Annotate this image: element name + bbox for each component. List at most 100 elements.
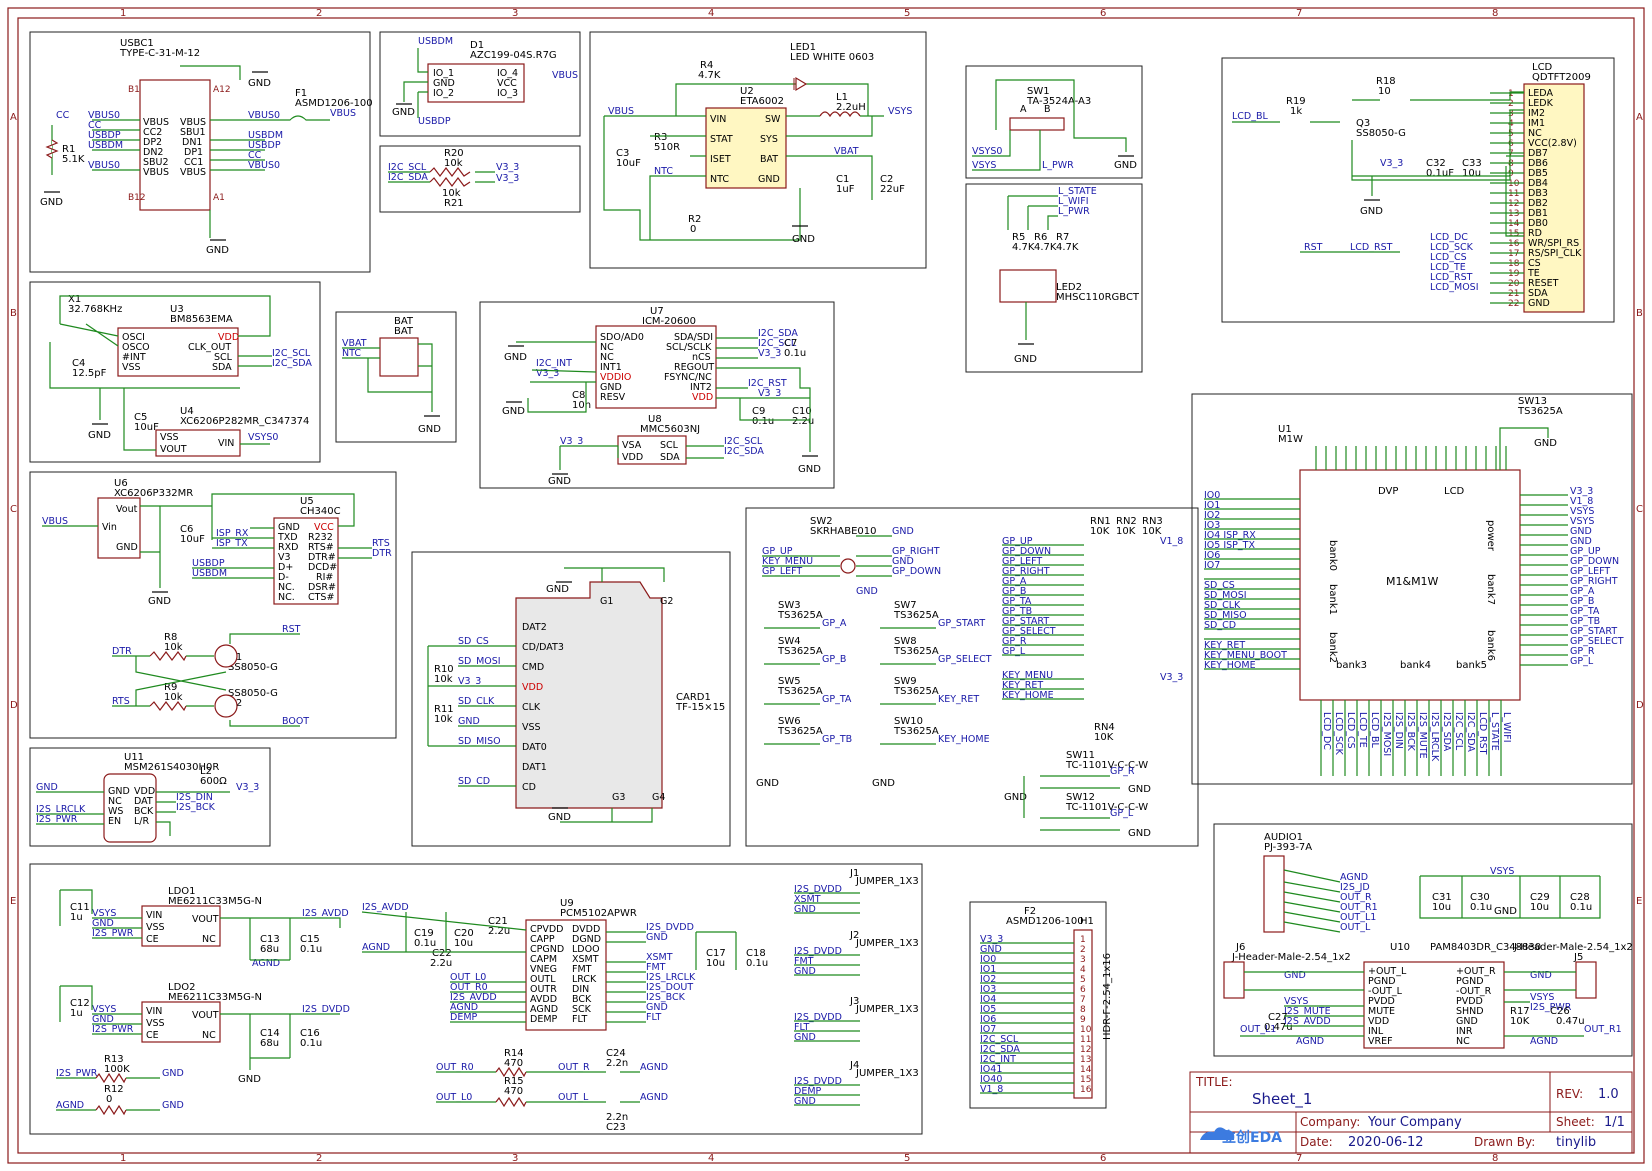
svg-text:I2S_AVDD: I2S_AVDD [362,902,409,913]
outer-frame [7,7,1645,1164]
header-net-label: IO40 [980,1074,1002,1085]
svg-text:10k: 10k [164,642,183,653]
svg-text:Company:: Company: [1300,1115,1360,1129]
svg-text:LDO1: LDO1 [168,886,196,897]
header-net-label: IO6 [980,1014,996,1025]
svg-text:VIN: VIN [146,1006,162,1017]
svg-text:VIN: VIN [218,438,234,449]
svg-text:J2: J2 [849,930,859,941]
svg-text:MMC5603NJ: MMC5603NJ [640,424,700,435]
svg-text:OUT_R: OUT_R [558,1062,590,1073]
svg-text:C24: C24 [606,1048,626,1059]
dac-right-pin: DVDD [572,924,600,935]
svg-text:C5: C5 [134,412,147,423]
dac-left-pin: AVDD [530,994,557,1005]
dac-right-pin: LRCK [572,974,597,985]
svg-text:0.1u: 0.1u [414,938,436,949]
svg-text:C28: C28 [1570,892,1590,903]
svg-text:R9: R9 [164,682,177,693]
svg-text:VOUT: VOUT [160,444,187,455]
svg-text:C9: C9 [752,406,765,417]
dac-right-pin: SCK [572,1004,592,1015]
svg-text:R21: R21 [444,198,464,209]
svg-text:VSYS0: VSYS0 [248,432,278,443]
svg-text:R18: R18 [1376,76,1396,87]
zone-col-label: 2 [316,1153,322,1164]
svg-text:VBUS0: VBUS0 [88,160,120,171]
mcu-right-net: GP_DOWN [1570,556,1619,567]
svg-text:DN1: DN1 [182,137,202,148]
lcd-pin-number: 2 [1508,99,1514,109]
svg-text:J-Header-Male-2.54_1x2: J-Header-Male-2.54_1x2 [1231,952,1351,963]
svg-text:USBDP: USBDP [248,140,281,151]
dac-left-pin: OUTL [530,974,556,985]
jumper-net: FLT [794,1022,809,1033]
svg-text:R4: R4 [700,60,713,71]
svg-text:600Ω: 600Ω [200,776,227,787]
pullup-net-label: GP_LEFT [1002,556,1042,567]
svg-text:GND: GND [892,556,914,567]
svg-text:10k: 10k [164,692,183,703]
svg-text:OUT_R0: OUT_R0 [450,982,488,993]
svg-text:I2S_AVDD: I2S_AVDD [302,908,349,919]
header-pin-number: 9 [1080,1015,1086,1025]
pullup-net-label: GP_TB [1002,606,1032,617]
svg-text:SDO/AD0: SDO/AD0 [600,332,644,343]
svg-text:10u: 10u [1530,902,1549,913]
svg-text:GND: GND [1534,438,1557,449]
lcd-pin-name: LEDA [1528,88,1553,99]
zone-col-label: 4 [708,8,714,19]
jumper-net: I2S_DVDD [794,1076,842,1087]
svg-text:0: 0 [106,1094,112,1105]
svg-text:C27: C27 [1268,1012,1288,1023]
lcd-pin-name: DB5 [1528,168,1548,179]
svg-text:RESV: RESV [600,392,626,403]
svg-text:CE: CE [146,934,159,945]
svg-text:I2C_SDA: I2C_SDA [388,172,428,183]
svg-text:C10: C10 [792,406,812,417]
svg-text:BM8563EMA: BM8563EMA [170,314,233,325]
amp-right-pin: SHND [1456,1006,1484,1017]
svg-text:R19: R19 [1286,96,1306,107]
title-block: TITLE: Sheet_1 REV: 1.0 Company: Your Co… [1189,1071,1633,1154]
svg-text:RXD: RXD [278,542,298,553]
svg-text:1u: 1u [70,1008,83,1019]
lcd-pin-name: DB2 [1528,198,1548,209]
jumper-net: I2S_DVDD [794,884,842,895]
svg-text:1k: 1k [1290,106,1302,117]
mcu-right-net: VSYS [1570,506,1594,517]
svg-text:VBAT: VBAT [834,146,859,157]
svg-text:RTS: RTS [112,696,130,707]
gnd-label: GND [872,778,895,789]
svg-text:VSS: VSS [122,362,141,373]
svg-text:TC-1101V-C-C-W: TC-1101V-C-C-W [1065,760,1148,771]
svg-text:USBDM: USBDM [248,130,283,141]
svg-text:10k: 10k [434,714,453,725]
switch-ref: SW6 [778,716,801,727]
svg-text:USBDP: USBDP [192,558,225,569]
svg-text:CD: CD [522,782,536,793]
zone-col-label: 6 [1100,8,1106,19]
svg-text:CC: CC [56,110,70,121]
svg-text:C1: C1 [836,174,849,185]
jumper-net: I2S_DVDD [794,1012,842,1023]
switch-ref: SW7 [894,600,917,611]
svg-text:SCL/SCLK: SCL/SCLK [666,342,712,353]
svg-text:立创EDA: 立创EDA [1222,1129,1282,1146]
zone-col-label: 4 [708,1153,714,1164]
svg-text:10u: 10u [454,938,473,949]
header-net-label: IO4 [980,994,996,1005]
svg-text:FMT: FMT [646,962,666,973]
svg-text:LED2: LED2 [1056,282,1082,293]
svg-text:R12: R12 [104,1084,124,1095]
